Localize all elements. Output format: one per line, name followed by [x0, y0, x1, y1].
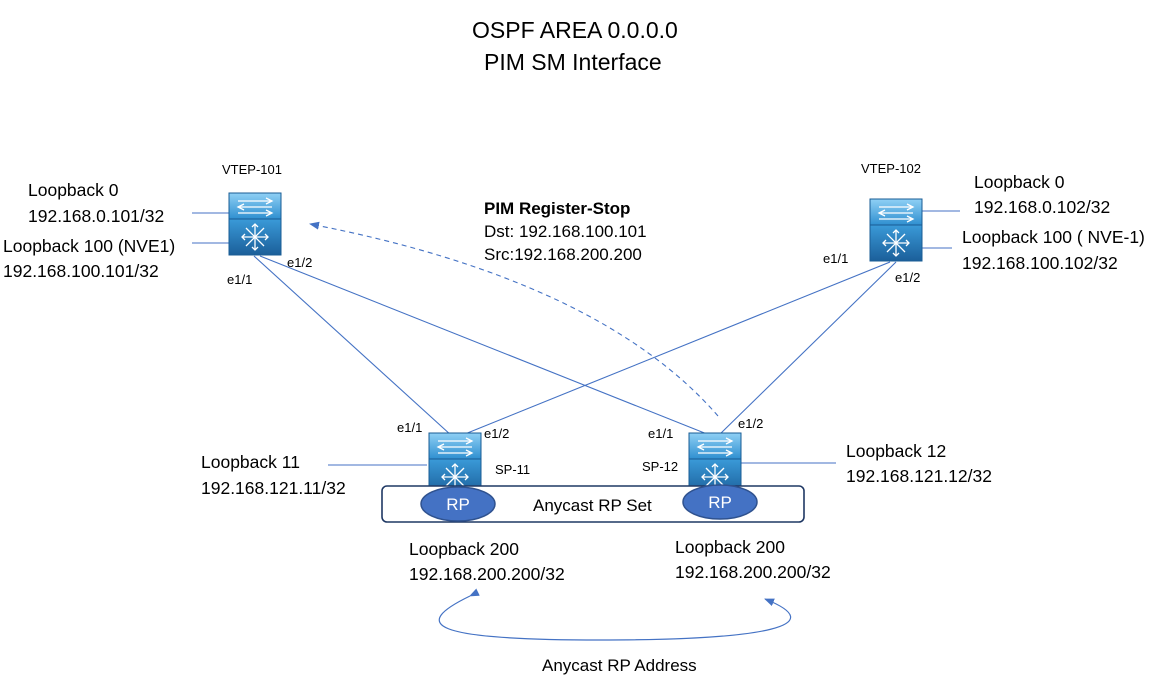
rp-sp11 [420, 486, 496, 522]
vtep102-loopback100-name: Loopback 100 ( NVE-1) [962, 227, 1145, 247]
sp11-loopback-ip: 192.168.121.11/32 [201, 478, 346, 498]
link-vtep101-sp12 [259, 255, 713, 437]
vtep101-switch-icon [228, 192, 282, 256]
sp11-rp-label: RP [446, 495, 470, 514]
vtep101-loopback100-name: Loopback 100 (NVE1) [3, 236, 176, 256]
register-stop-heading: PIM Register-Stop [484, 199, 631, 218]
vtep101-port-e12: e1/2 [287, 255, 313, 270]
sp11-name: SP-11 [495, 462, 531, 477]
sp12-port-e12: e1/2 [738, 416, 764, 431]
link-vtep102-sp11 [459, 261, 891, 437]
register-stop-arrow [309, 221, 719, 417]
vtep102-port-e12: e1/2 [895, 270, 921, 285]
sp11-port-e11: e1/1 [397, 420, 423, 435]
link-vtep101-sp11 [253, 255, 453, 437]
sp12-loopback200-ip: 192.168.200.200/32 [675, 562, 831, 582]
vtep102-name: VTEP-102 [861, 161, 921, 176]
diagram-title-line2: PIM SM Interface [484, 49, 662, 75]
vtep102-loopback0-name: Loopback 0 [974, 172, 1065, 192]
anycast-rp-address-label: Anycast RP Address [542, 656, 697, 675]
diagram-title-line1: OSPF AREA 0.0.0.0 [472, 17, 678, 43]
sp12-loopback-name: Loopback 12 [846, 441, 947, 461]
sp11-port-e12: e1/2 [484, 426, 510, 441]
sp11-loopback200-ip: 192.168.200.200/32 [409, 564, 565, 584]
rp-sp12 [682, 484, 758, 520]
anycast-address-arrow [438, 588, 792, 641]
sp12-rp-label: RP [708, 493, 732, 512]
vtep102-loopback0-ip: 192.168.0.102/32 [974, 197, 1111, 217]
link-vtep102-sp12 [717, 261, 897, 437]
sp12-loopback200-name: Loopback 200 [675, 537, 785, 557]
vtep101-loopback100-ip: 192.168.100.101/32 [3, 261, 159, 281]
sp11-loopback200-name: Loopback 200 [409, 539, 519, 559]
sp11-loopback-name: Loopback 11 [201, 452, 300, 472]
vtep101-loopback0-name: Loopback 0 [28, 180, 119, 200]
vtep101-name: VTEP-101 [222, 162, 282, 177]
anycast-rp-set-label: Anycast RP Set [533, 496, 652, 515]
register-stop-src: Src:192.168.200.200 [484, 245, 642, 264]
sp12-port-e11: e1/1 [648, 426, 674, 441]
sp12-loopback-ip: 192.168.121.12/32 [846, 466, 992, 486]
vtep101-port-e11: e1/1 [227, 272, 253, 287]
vtep101-loopback0-ip: 192.168.0.101/32 [28, 206, 165, 226]
vtep102-port-e11: e1/1 [823, 251, 849, 266]
vtep102-switch-icon [869, 198, 923, 262]
register-stop-dst: Dst: 192.168.100.101 [484, 222, 647, 241]
vtep102-loopback100-ip: 192.168.100.102/32 [962, 253, 1118, 273]
sp12-name: SP-12 [642, 459, 679, 474]
